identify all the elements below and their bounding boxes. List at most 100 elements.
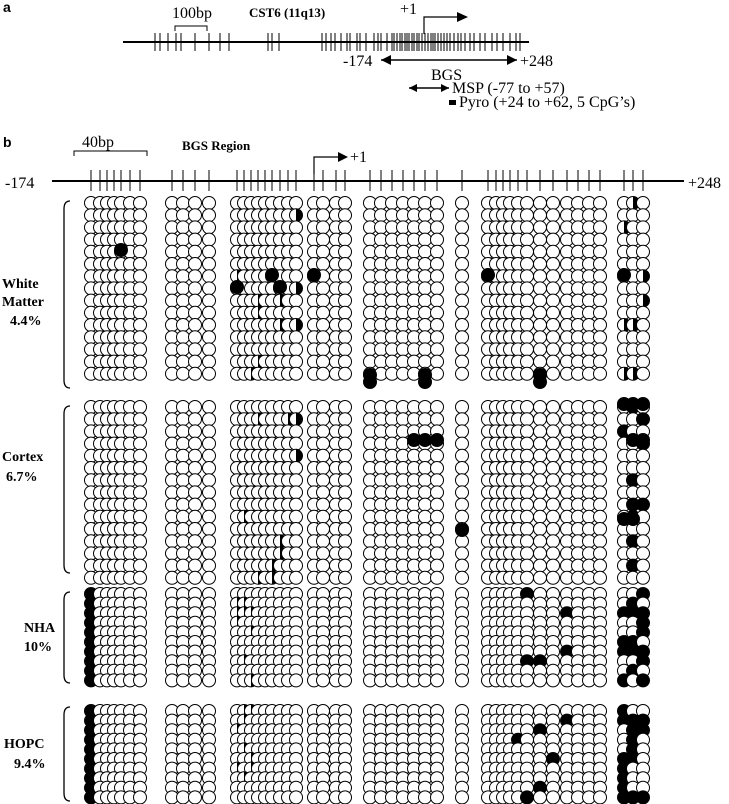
unmethylated-cpg <box>316 354 330 369</box>
unmethylated-cpg <box>593 570 607 585</box>
group-bracket-0 <box>63 200 71 389</box>
unmethylated-cpg <box>316 330 330 345</box>
unmethylated-cpg <box>520 673 534 688</box>
unmethylated-cpg <box>593 330 607 345</box>
unmethylated-cpg <box>338 461 352 475</box>
unmethylated-cpg <box>418 522 432 536</box>
unmethylated-cpg <box>133 366 147 381</box>
panel-a-msp-arrowhead-right <box>441 84 449 92</box>
unmethylated-cpg <box>176 461 190 475</box>
unmethylated-cpg <box>636 257 650 271</box>
unmethylated-cpg <box>176 293 190 308</box>
half-methylated-cpg <box>636 269 650 284</box>
unmethylated-cpg <box>176 232 190 247</box>
unmethylated-cpg <box>520 522 534 536</box>
unmethylated-cpg <box>533 354 547 369</box>
unmethylated-cpg <box>520 330 534 345</box>
group-bracket-2 <box>63 591 71 684</box>
unmethylated-cpg <box>188 522 202 536</box>
unmethylated-cpg <box>533 305 547 320</box>
unmethylated-cpg <box>533 558 547 573</box>
unmethylated-cpg <box>520 232 534 247</box>
unmethylated-cpg <box>520 461 534 475</box>
panel-a-end-label: +248 <box>520 53 553 70</box>
unmethylated-cpg <box>316 497 330 512</box>
unmethylated-cpg <box>316 534 330 549</box>
unmethylated-cpg <box>188 208 202 223</box>
unmethylated-cpg <box>338 342 352 357</box>
unmethylated-cpg <box>533 424 547 439</box>
unmethylated-cpg <box>430 208 444 223</box>
unmethylated-cpg <box>316 244 330 259</box>
unmethylated-cpg <box>133 354 147 369</box>
unmethylated-cpg <box>533 412 547 427</box>
unmethylated-cpg <box>636 448 650 463</box>
unmethylated-cpg <box>593 257 607 271</box>
unmethylated-cpg <box>176 208 190 223</box>
unmethylated-cpg <box>188 366 202 381</box>
unmethylated-cpg <box>176 558 190 573</box>
unmethylated-cpg <box>533 220 547 235</box>
unmethylated-cpg <box>533 497 547 512</box>
unmethylated-cpg <box>520 354 534 369</box>
unmethylated-cpg <box>176 473 190 488</box>
panel-a-bgs-arrowhead-right <box>507 55 517 65</box>
unmethylated-cpg <box>636 330 650 345</box>
unmethylated-cpg <box>455 558 469 573</box>
unmethylated-cpg <box>316 342 330 357</box>
methylated-cpg <box>363 375 377 389</box>
methylated-cpg <box>273 280 287 294</box>
unmethylated-cpg <box>338 208 352 223</box>
unmethylated-cpg <box>455 461 469 475</box>
unmethylated-cpg <box>636 305 650 320</box>
unmethylated-cpg <box>636 570 650 585</box>
unmethylated-cpg <box>338 305 352 320</box>
unmethylated-cpg <box>418 354 432 369</box>
unmethylated-cpg <box>593 522 607 536</box>
unmethylated-cpg <box>202 269 216 284</box>
unmethylated-cpg <box>202 257 216 271</box>
unmethylated-cpg <box>520 448 534 463</box>
panel-a-letter: a <box>3 0 11 15</box>
unmethylated-cpg <box>593 546 607 561</box>
unmethylated-cpg <box>338 232 352 247</box>
cortex-percent: 6.7% <box>6 470 38 485</box>
unmethylated-cpg <box>338 448 352 463</box>
unmethylated-cpg <box>636 232 650 247</box>
unmethylated-cpg <box>289 305 303 320</box>
unmethylated-cpg <box>455 400 469 414</box>
unmethylated-cpg <box>418 485 432 500</box>
unmethylated-cpg <box>430 558 444 573</box>
unmethylated-cpg <box>455 546 469 561</box>
unmethylated-cpg <box>418 244 432 259</box>
unmethylated-cpg <box>533 448 547 463</box>
unmethylated-cpg <box>188 424 202 439</box>
unmethylated-cpg <box>593 318 607 332</box>
unmethylated-cpg <box>176 305 190 320</box>
panel-a-bgs-arrowhead-left <box>381 55 391 65</box>
unmethylated-cpg <box>316 208 330 223</box>
unmethylated-cpg <box>202 412 216 427</box>
unmethylated-cpg <box>546 509 560 524</box>
unmethylated-cpg <box>520 269 534 284</box>
unmethylated-cpg <box>546 208 560 223</box>
unmethylated-cpg <box>188 448 202 463</box>
methylated-cpg <box>617 268 631 282</box>
unmethylated-cpg <box>593 461 607 475</box>
unmethylated-cpg <box>546 412 560 427</box>
unmethylated-cpg <box>289 673 303 688</box>
unmethylated-cpg <box>316 558 330 573</box>
unmethylated-cpg <box>533 400 547 414</box>
nha-name: NHA <box>24 621 56 636</box>
unmethylated-cpg <box>176 534 190 549</box>
unmethylated-cpg <box>455 196 469 210</box>
unmethylated-cpg <box>289 342 303 357</box>
unmethylated-cpg <box>520 293 534 308</box>
unmethylated-cpg <box>546 366 560 381</box>
unmethylated-cpg <box>533 244 547 259</box>
unmethylated-cpg <box>636 354 650 369</box>
unmethylated-cpg <box>418 558 432 573</box>
unmethylated-cpg <box>188 534 202 549</box>
unmethylated-cpg <box>533 196 547 210</box>
unmethylated-cpg <box>188 412 202 427</box>
